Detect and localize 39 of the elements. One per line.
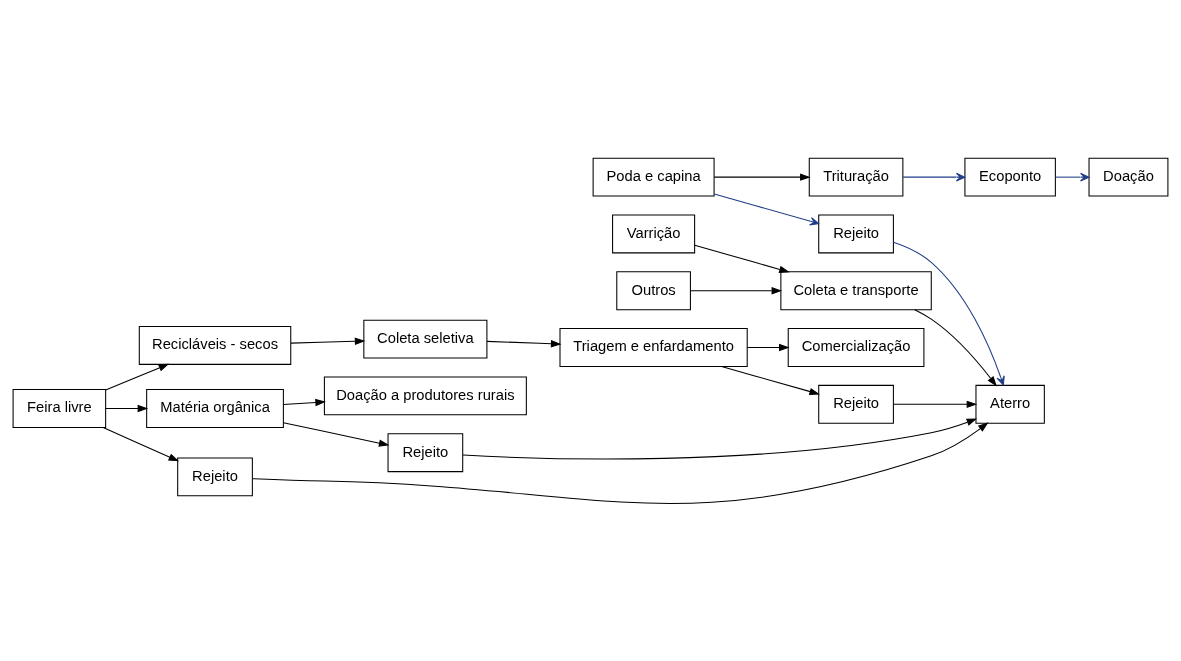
- arrow: [105, 363, 170, 390]
- arrow: [914, 308, 997, 387]
- node-box: Ecoponto: [964, 157, 1056, 197]
- node-box: Outros: [616, 270, 691, 310]
- node-box: Doação: [1088, 157, 1169, 197]
- arrow: [282, 421, 390, 447]
- arrow: [892, 241, 1005, 386]
- arrow: [713, 193, 820, 225]
- node-box: Matéria orgânica: [146, 388, 284, 428]
- arrow: [105, 404, 149, 412]
- arrow: [694, 244, 790, 273]
- arrow: [746, 343, 790, 351]
- node-box: Recicláveis - secos: [138, 325, 292, 365]
- node-box: Comercialização: [787, 327, 925, 367]
- node-box: Coleta e transporte: [780, 270, 932, 310]
- node-box: Rejeito: [818, 213, 894, 253]
- arrow: [713, 172, 811, 181]
- node-box: Rejeito: [818, 384, 894, 424]
- node-box: Feira livre: [12, 388, 107, 428]
- node-box: Trituração: [808, 157, 904, 197]
- node-box: Coleta seletiva: [363, 319, 488, 359]
- arrow: [902, 172, 966, 181]
- arrow: [102, 426, 180, 461]
- arrow: [462, 418, 978, 459]
- arrow: [282, 398, 326, 406]
- node-box: Poda e capina: [592, 157, 715, 197]
- node-box: Triagem e enfardamento: [559, 327, 748, 367]
- arrow: [1054, 172, 1090, 181]
- arrow: [689, 286, 783, 294]
- arrow: [893, 400, 978, 408]
- arrow: [290, 337, 366, 345]
- arrow: [252, 421, 989, 504]
- node-box: Aterro: [975, 384, 1045, 424]
- arrow: [486, 339, 562, 347]
- arrow: [721, 365, 820, 395]
- node-box: Varrição: [612, 213, 696, 253]
- node-box: Rejeito: [177, 456, 253, 496]
- node-box: Doação a produtores rurais: [323, 375, 527, 415]
- node-box: Rejeito: [387, 432, 464, 472]
